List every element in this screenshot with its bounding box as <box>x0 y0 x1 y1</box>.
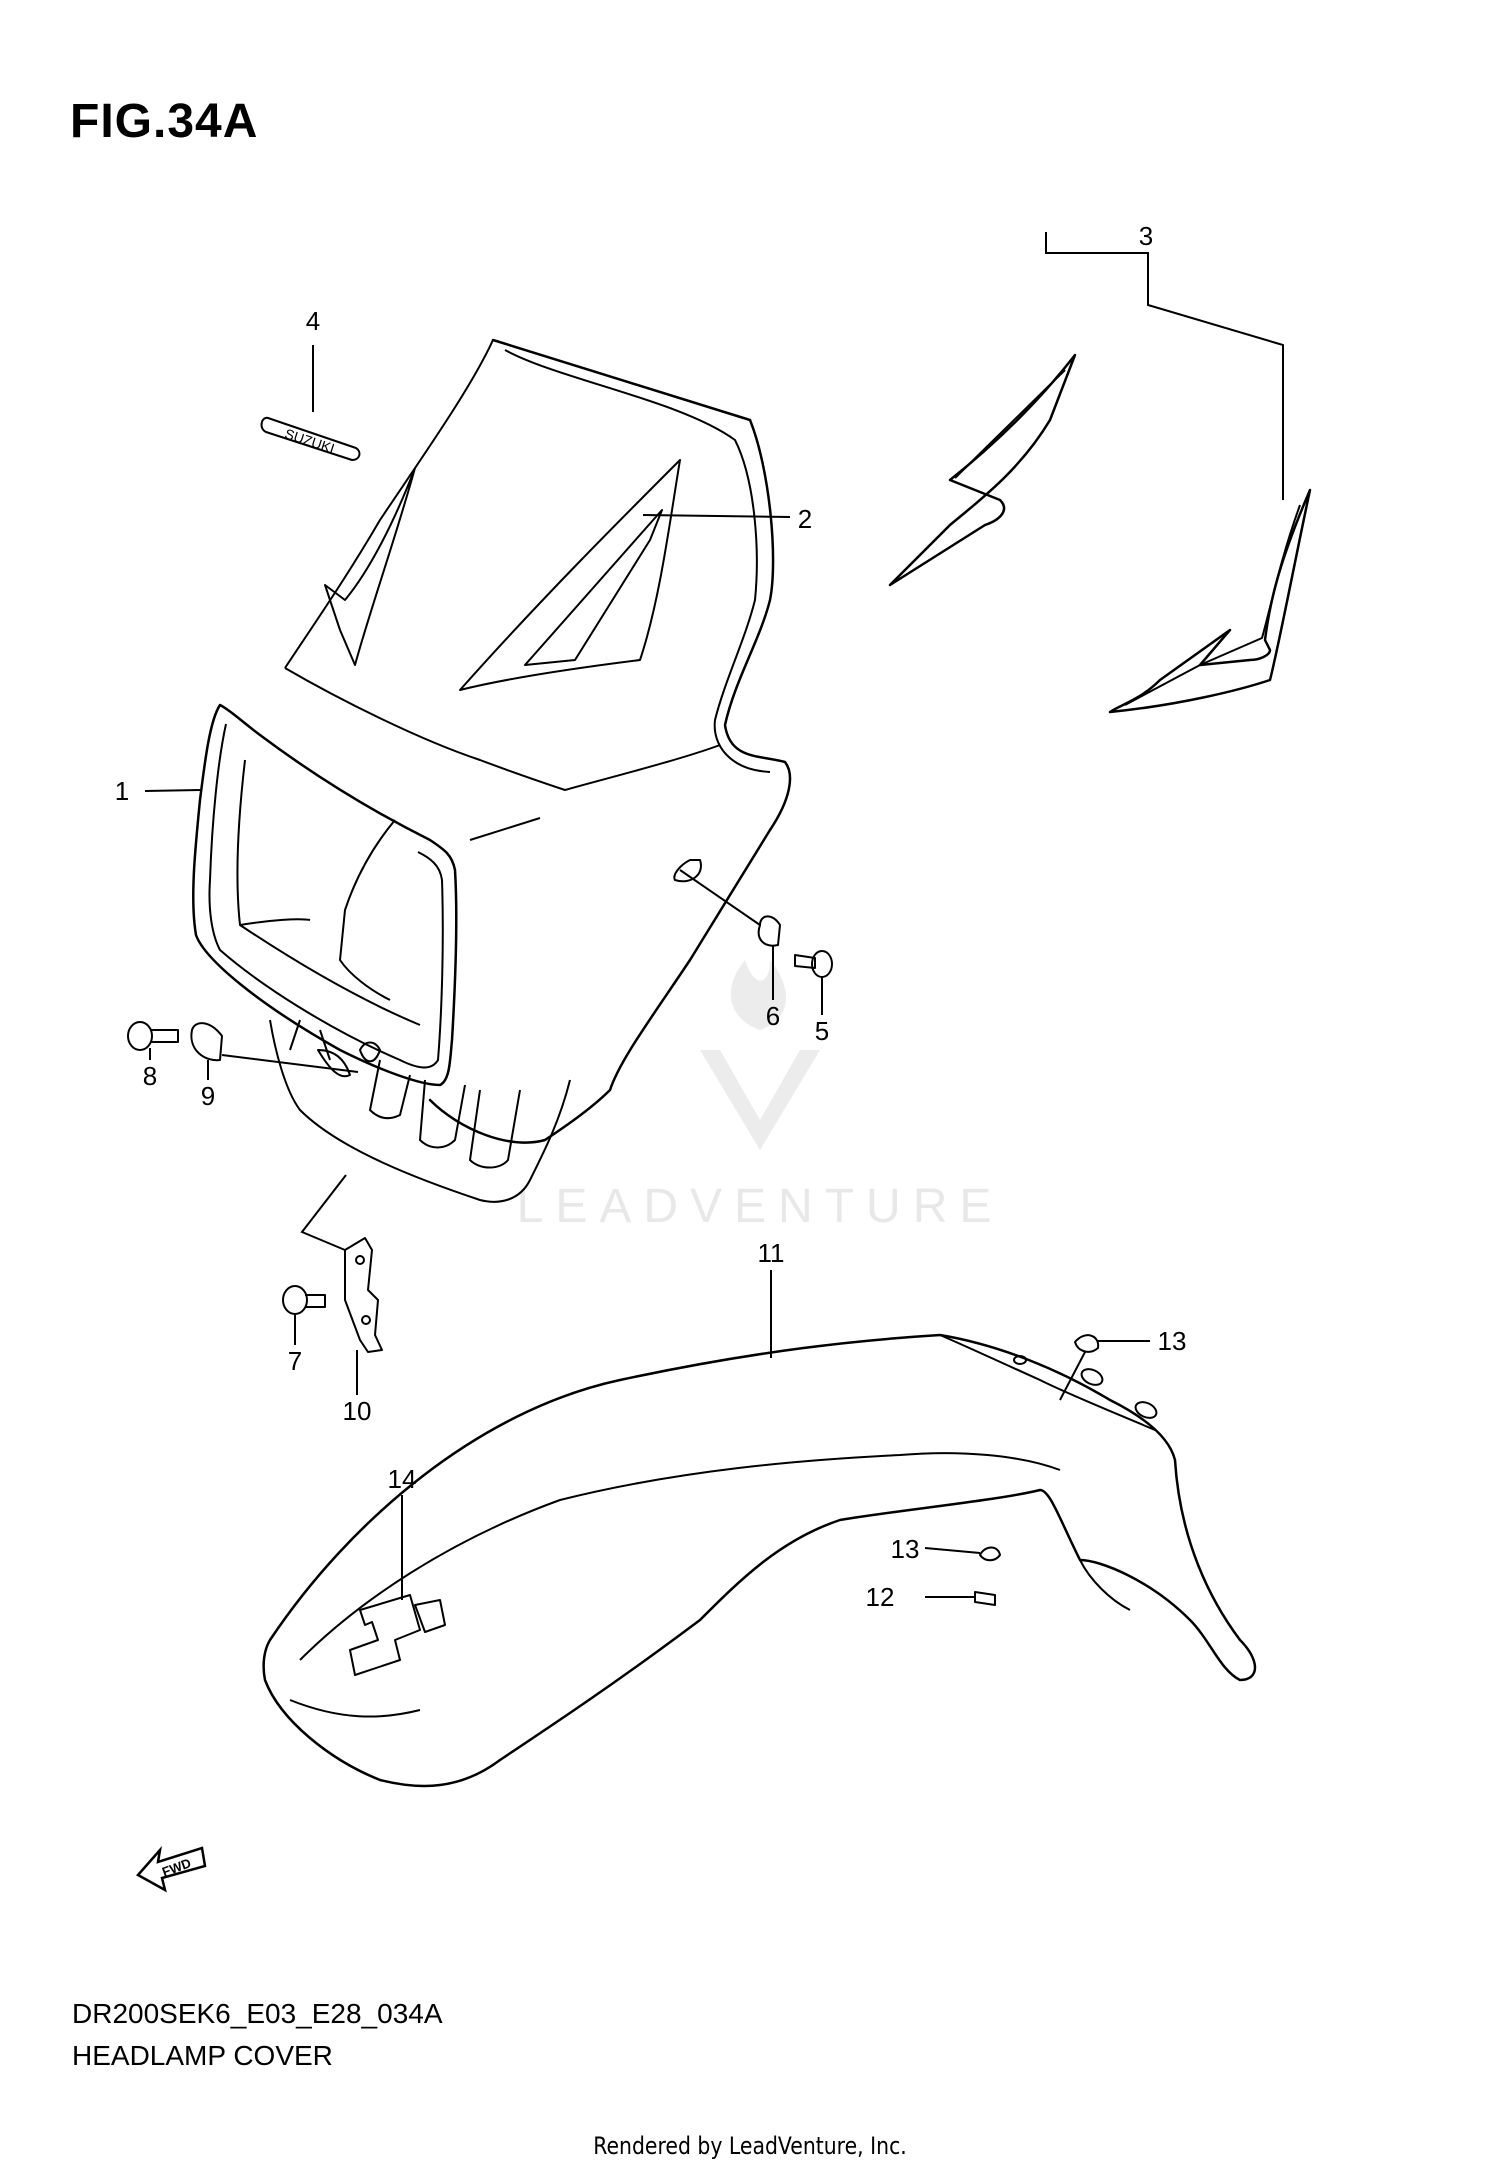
callout-8: 8 <box>143 1061 157 1091</box>
callout-1: 1 <box>115 776 129 806</box>
fwd-arrow-icon: FWD <box>136 1845 207 1893</box>
callout-9: 9 <box>201 1081 215 1111</box>
headlamp-cover <box>192 338 792 1203</box>
callout-11: 11 <box>758 1238 785 1268</box>
emblem-text: SUZUKI <box>283 425 337 456</box>
callout-13-upper: 13 <box>1158 1326 1187 1356</box>
callout-3: 3 <box>1139 221 1153 251</box>
callout-10: 10 <box>343 1396 372 1426</box>
callout-14: 14 <box>388 1464 417 1494</box>
front-fender <box>262 1333 1257 1788</box>
callout-labels: 4 3 2 1 6 5 8 9 7 10 11 13 13 12 14 <box>115 221 1187 1612</box>
callout-4: 4 <box>306 306 320 336</box>
leader-lines <box>144 232 1284 1600</box>
watermark-text: LEADVENTURE <box>517 1180 1004 1233</box>
side-decals <box>888 353 1312 714</box>
watermark: LEADVENTURE <box>517 960 1004 1233</box>
callout-5: 5 <box>815 1016 829 1046</box>
figure-title: FIG.34A <box>70 95 259 148</box>
callout-13-lower: 13 <box>891 1534 920 1564</box>
callout-12: 12 <box>866 1582 895 1612</box>
suzuki-emblem: SUZUKI <box>260 416 361 461</box>
callout-6: 6 <box>766 1001 780 1031</box>
section-name: HEADLAMP COVER <box>72 2040 333 2071</box>
hardware <box>127 915 1100 1606</box>
callout-2: 2 <box>798 504 812 534</box>
callout-7: 7 <box>288 1346 302 1376</box>
rendered-by-credit: Rendered by LeadVenture, Inc. <box>593 2132 907 2160</box>
model-code: DR200SEK6_E03_E28_034A <box>72 1998 443 2029</box>
